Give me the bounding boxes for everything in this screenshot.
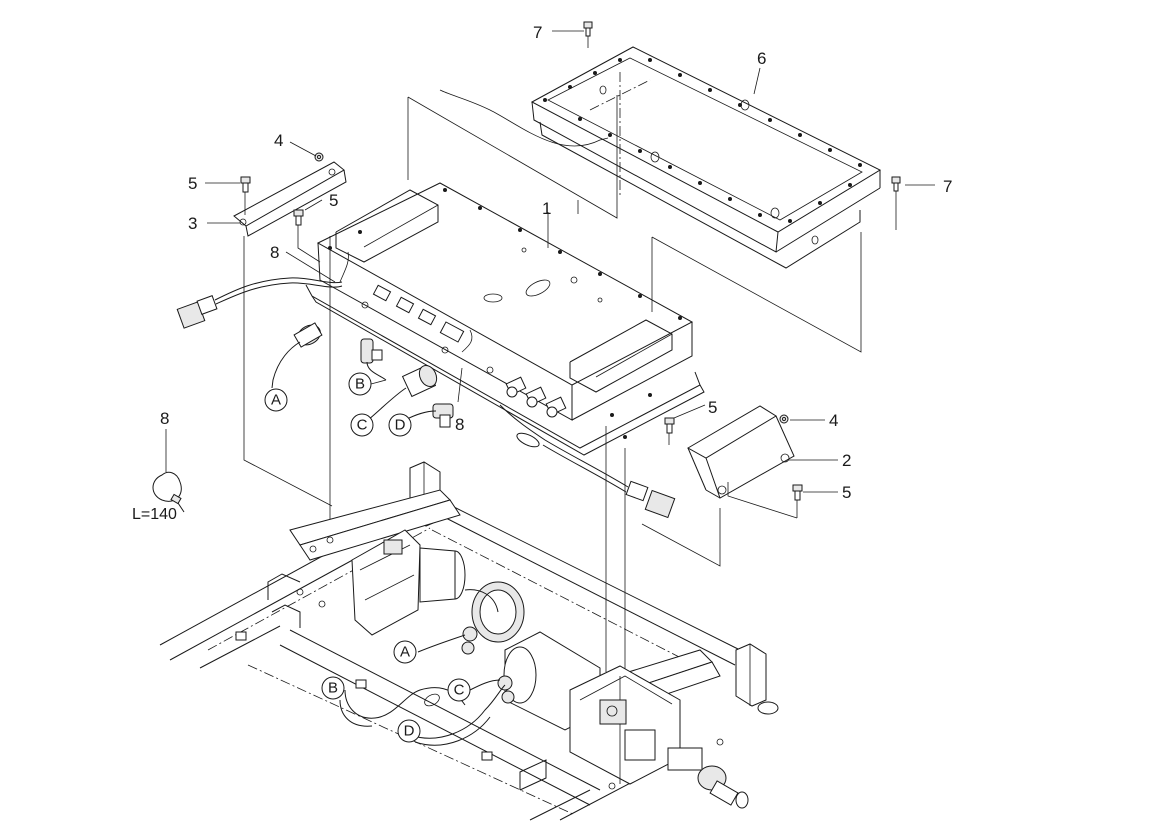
chassis-pins (235, 631, 493, 761)
letter-d-bottom: D (404, 723, 415, 740)
ferrite-core-c (367, 364, 438, 421)
nut-4-top (314, 152, 324, 162)
output-shaft (667, 747, 749, 809)
bracket-3 (233, 161, 347, 237)
controller-box-1 (305, 182, 705, 456)
callout-5-box-right: 5 (708, 398, 717, 417)
leader-lines (165, 30, 935, 493)
callout-7-top: 7 (533, 23, 542, 42)
callout-numbers: 7 6 7 4 5 5 3 1 8 8 8 5 4 2 5 (160, 23, 952, 502)
bolt-7-top (583, 21, 593, 48)
elbow-fitting-b (360, 338, 387, 381)
cover-plate-6 (530, 46, 882, 269)
letter-c-top: C (357, 417, 368, 434)
box-bolt-holes (328, 188, 682, 320)
bolts-and-nuts (240, 21, 901, 518)
callout-4-right: 4 (829, 411, 838, 430)
callout-5-box-left: 5 (329, 191, 338, 210)
callout-5-lower-right: 5 (842, 483, 851, 502)
letter-c-bottom: C (454, 682, 465, 699)
cable-glands (505, 376, 567, 418)
bolt-5-lower-right (792, 484, 803, 518)
wiring-harness (176, 89, 676, 519)
callout-1: 1 (542, 199, 551, 218)
callout-4-top: 4 (274, 131, 283, 150)
bracket-2 (686, 405, 795, 499)
callout-8-cable-tie: 8 (160, 409, 169, 428)
connector-letters: A B C D A B C D (264, 372, 471, 743)
bolt-7-right (891, 176, 901, 230)
drive-motor-left (351, 529, 525, 655)
callout-8-fitting: 8 (455, 415, 464, 434)
letter-a-bottom: A (400, 644, 410, 661)
elbow-fitting-d (404, 403, 454, 428)
letter-b-bottom: B (328, 680, 338, 697)
callout-7-right: 7 (943, 177, 952, 196)
hose-routing (339, 634, 506, 746)
cable-tie-length-label: L=140 (132, 506, 177, 523)
cover-bolt-holes (543, 58, 862, 223)
callout-8-box: 8 (270, 243, 279, 262)
letter-b-top: B (355, 376, 365, 393)
assembly-lines (243, 95, 862, 672)
callout-5-upper-left: 5 (188, 174, 197, 193)
cable-tie-8 (152, 471, 185, 513)
callout-2: 2 (842, 451, 851, 470)
bolt-5-box-right (664, 417, 675, 445)
letter-a-top: A (271, 392, 281, 409)
nut-4-right (779, 414, 789, 424)
callout-3: 3 (188, 214, 197, 233)
callout-6: 6 (757, 49, 766, 68)
bolt-5-upper-left (240, 176, 251, 215)
drive-motor-right (497, 631, 749, 809)
ferrite-core-a (271, 322, 323, 389)
bolt-5-box-left (293, 209, 321, 263)
letter-d-top: D (395, 417, 406, 434)
